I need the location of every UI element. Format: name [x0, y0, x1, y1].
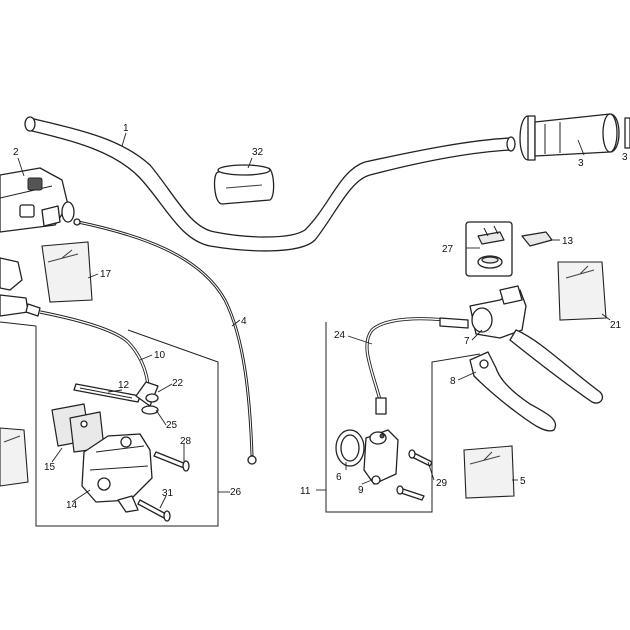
callout-22: 22 [172, 378, 184, 389]
callout-26: 26 [230, 487, 242, 498]
callout-15: 15 [44, 462, 56, 473]
bag-21 [557, 261, 607, 321]
banjo-bolt [135, 381, 159, 415]
callout-11: 11 [300, 486, 311, 497]
callout-14: 14 [66, 500, 78, 511]
group-frame-26 [35, 326, 219, 527]
callout-10: 10 [154, 350, 166, 361]
lever [469, 351, 557, 432]
throttle-grip [519, 113, 630, 161]
bag-17 [41, 241, 93, 303]
front-brake-master [0, 257, 41, 317]
bag-5 [463, 445, 515, 499]
callout-2: 2 [13, 147, 19, 158]
pad-spring [73, 383, 141, 403]
callout-5: 5 [520, 476, 526, 487]
group-frame-11 [325, 322, 481, 513]
callout-9: 9 [358, 485, 364, 496]
bolt-29-upper [408, 449, 433, 467]
callout-25: 25 [166, 420, 178, 431]
callout-27: 27 [442, 244, 454, 255]
callout-3b: 3 [622, 152, 628, 163]
slave-cylinder-body [363, 429, 399, 485]
callout-3a: 3 [578, 158, 584, 169]
callout-24: 24 [334, 330, 346, 341]
reservoir-cap-kit [465, 221, 513, 277]
callout-6: 6 [336, 472, 342, 483]
brake-caliper [81, 433, 153, 513]
callout-21: 21 [610, 320, 622, 331]
callout-8: 8 [450, 376, 456, 387]
callout-17: 17 [100, 269, 112, 280]
leader-lines [17, 132, 611, 509]
left-switch-housing [0, 167, 75, 233]
callout-7: 7 [464, 336, 470, 347]
handlebar [24, 116, 516, 252]
reservoir-cap [521, 231, 553, 247]
callout-labels: 1 2 32 3 3 4 10 12 22 25 28 15 14 31 26 … [13, 123, 628, 511]
caliper-bolt-28 [153, 451, 190, 472]
bolt-29-lower [396, 485, 425, 501]
clutch-cable-end [365, 317, 469, 415]
callout-4: 4 [241, 316, 247, 327]
callout-28: 28 [180, 436, 192, 447]
callout-1: 1 [123, 123, 129, 134]
caliper-bolt-31 [137, 499, 171, 522]
o-ring [335, 429, 365, 467]
clutch-master-cylinder [469, 285, 604, 404]
clutch-cable [73, 218, 257, 465]
bar-pad [213, 164, 275, 205]
bag-left-edge [0, 427, 29, 487]
callout-29: 29 [436, 478, 448, 489]
callout-31: 31 [162, 488, 174, 499]
callout-13: 13 [562, 236, 574, 247]
group-frame-left-edge [0, 321, 37, 327]
callout-32: 32 [252, 147, 264, 158]
callout-12: 12 [118, 380, 130, 391]
